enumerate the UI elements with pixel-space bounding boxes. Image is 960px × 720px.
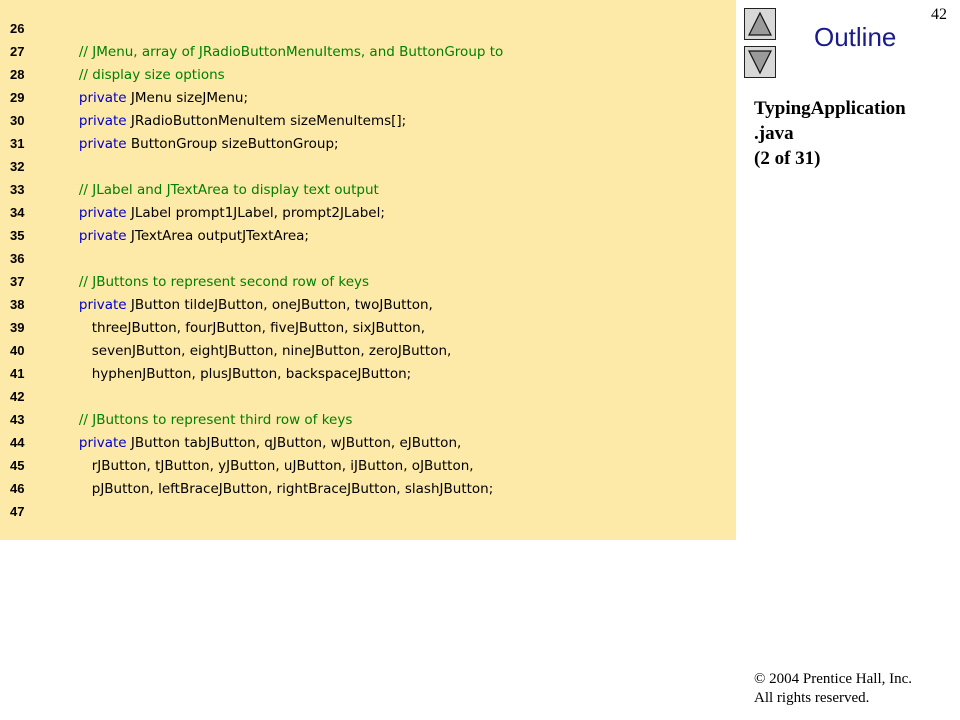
line-number: 46 <box>10 481 25 496</box>
line-number: 32 <box>10 159 25 174</box>
code-keyword: private <box>66 90 127 106</box>
code-text: rJButton, tJButton, yJButton, uJButton, … <box>66 458 474 474</box>
code-text: pJButton, leftBraceJButton, rightBraceJB… <box>66 481 494 497</box>
line-number: 27 <box>10 44 25 59</box>
code-keyword: private <box>66 297 127 313</box>
code-comment: // JButtons to represent second row of k… <box>66 274 370 290</box>
code-line: 42 <box>10 385 736 408</box>
code-keyword: private <box>66 113 127 129</box>
outline-title: Outline <box>814 22 897 52</box>
code-text: JButton tildeJButton, oneJButton, twoJBu… <box>126 297 433 313</box>
line-number: 35 <box>10 228 25 243</box>
line-number: 45 <box>10 458 25 473</box>
code-keyword: private <box>66 435 127 451</box>
code-line: 32 <box>10 155 736 178</box>
code-line: 47 <box>10 500 736 523</box>
line-number: 29 <box>10 90 25 105</box>
code-line: 40 sevenJButton, eightJButton, nineJButt… <box>10 339 736 362</box>
code-line: 27 // JMenu, array of JRadioButtonMenuIt… <box>10 40 736 63</box>
page-number: 42 <box>931 6 947 23</box>
code-text: hyphenJButton, plusJButton, backspaceJBu… <box>66 366 412 382</box>
code-comment: // display size options <box>66 67 225 83</box>
line-number: 38 <box>10 297 25 312</box>
triangle-down-icon <box>748 50 772 75</box>
code-line: 37 // JButtons to represent second row o… <box>10 270 736 293</box>
code-text: threeJButton, fourJButton, fiveJButton, … <box>66 320 425 336</box>
file-title: TypingApplication .java (2 of 31) <box>754 96 954 171</box>
previous-slide-button[interactable] <box>744 8 776 40</box>
code-text: JMenu sizeJMenu; <box>126 90 249 106</box>
code-comment: // JLabel and JTextArea to display text … <box>66 182 379 198</box>
code-line: 41 hyphenJButton, plusJButton, backspace… <box>10 362 736 385</box>
code-text: JRadioButtonMenuItem sizeMenuItems[]; <box>126 113 407 129</box>
copyright-line-1: © 2004 Prentice Hall, Inc. <box>754 671 913 687</box>
triangle-up-icon <box>748 11 772 36</box>
code-line: 28 // display size options <box>10 63 736 86</box>
code-line: 45 rJButton, tJButton, yJButton, uJButto… <box>10 454 736 477</box>
code-keyword: private <box>66 136 127 152</box>
copyright-notice: © 2004 Prentice Hall, Inc. All rights re… <box>754 670 954 708</box>
line-number: 43 <box>10 412 25 427</box>
code-line: 29 private JMenu sizeJMenu; <box>10 86 736 109</box>
line-number: 37 <box>10 274 25 289</box>
code-keyword: private <box>66 205 127 221</box>
line-number: 41 <box>10 366 25 381</box>
code-text: JLabel prompt1JLabel, prompt2JLabel; <box>126 205 385 221</box>
page-info: (2 of 31) <box>754 148 821 169</box>
code-line: 39 threeJButton, fourJButton, fiveJButto… <box>10 316 736 339</box>
code-text: ButtonGroup sizeButtonGroup; <box>126 136 339 152</box>
code-line: 34 private JLabel prompt1JLabel, prompt2… <box>10 201 736 224</box>
code-text: sevenJButton, eightJButton, nineJButton,… <box>66 343 452 359</box>
line-number: 33 <box>10 182 25 197</box>
code-comment: // JMenu, array of JRadioButtonMenuItems… <box>66 44 504 60</box>
line-number: 40 <box>10 343 25 358</box>
code-text: JButton tabJButton, qJButton, wJButton, … <box>126 435 462 451</box>
line-number: 26 <box>10 21 25 36</box>
line-number: 30 <box>10 113 25 128</box>
code-text: JTextArea outputJTextArea; <box>126 228 309 244</box>
code-line: 46 pJButton, leftBraceJButton, rightBrac… <box>10 477 736 500</box>
line-number: 28 <box>10 67 25 82</box>
code-keyword: private <box>66 228 127 244</box>
line-number: 34 <box>10 205 25 220</box>
next-slide-button[interactable] <box>744 46 776 78</box>
code-line: 31 private ButtonGroup sizeButtonGroup; <box>10 132 736 155</box>
line-number: 39 <box>10 320 25 335</box>
line-number: 44 <box>10 435 25 450</box>
code-line: 43 // JButtons to represent third row of… <box>10 408 736 431</box>
file-extension: .java <box>754 123 794 144</box>
code-line: 26 <box>10 17 736 40</box>
code-line: 36 <box>10 247 736 270</box>
file-name: TypingApplication <box>754 98 906 119</box>
code-comment: // JButtons to represent third row of ke… <box>66 412 353 428</box>
line-number: 36 <box>10 251 25 266</box>
code-line: 44 private JButton tabJButton, qJButton,… <box>10 431 736 454</box>
line-number: 47 <box>10 504 25 519</box>
line-number: 42 <box>10 389 25 404</box>
line-number: 31 <box>10 136 25 151</box>
code-panel: 26 27 // JMenu, array of JRadioButtonMenu… <box>0 0 736 540</box>
code-line: 35 private JTextArea outputJTextArea; <box>10 224 736 247</box>
code-line: 33 // JLabel and JTextArea to display te… <box>10 178 736 201</box>
copyright-line-2: All rights reserved. <box>754 690 870 706</box>
code-line: 38 private JButton tildeJButton, oneJBut… <box>10 293 736 316</box>
code-line: 30 private JRadioButtonMenuItem sizeMenu… <box>10 109 736 132</box>
code-listing: 26 27 // JMenu, array of JRadioButtonMenu… <box>10 17 736 523</box>
